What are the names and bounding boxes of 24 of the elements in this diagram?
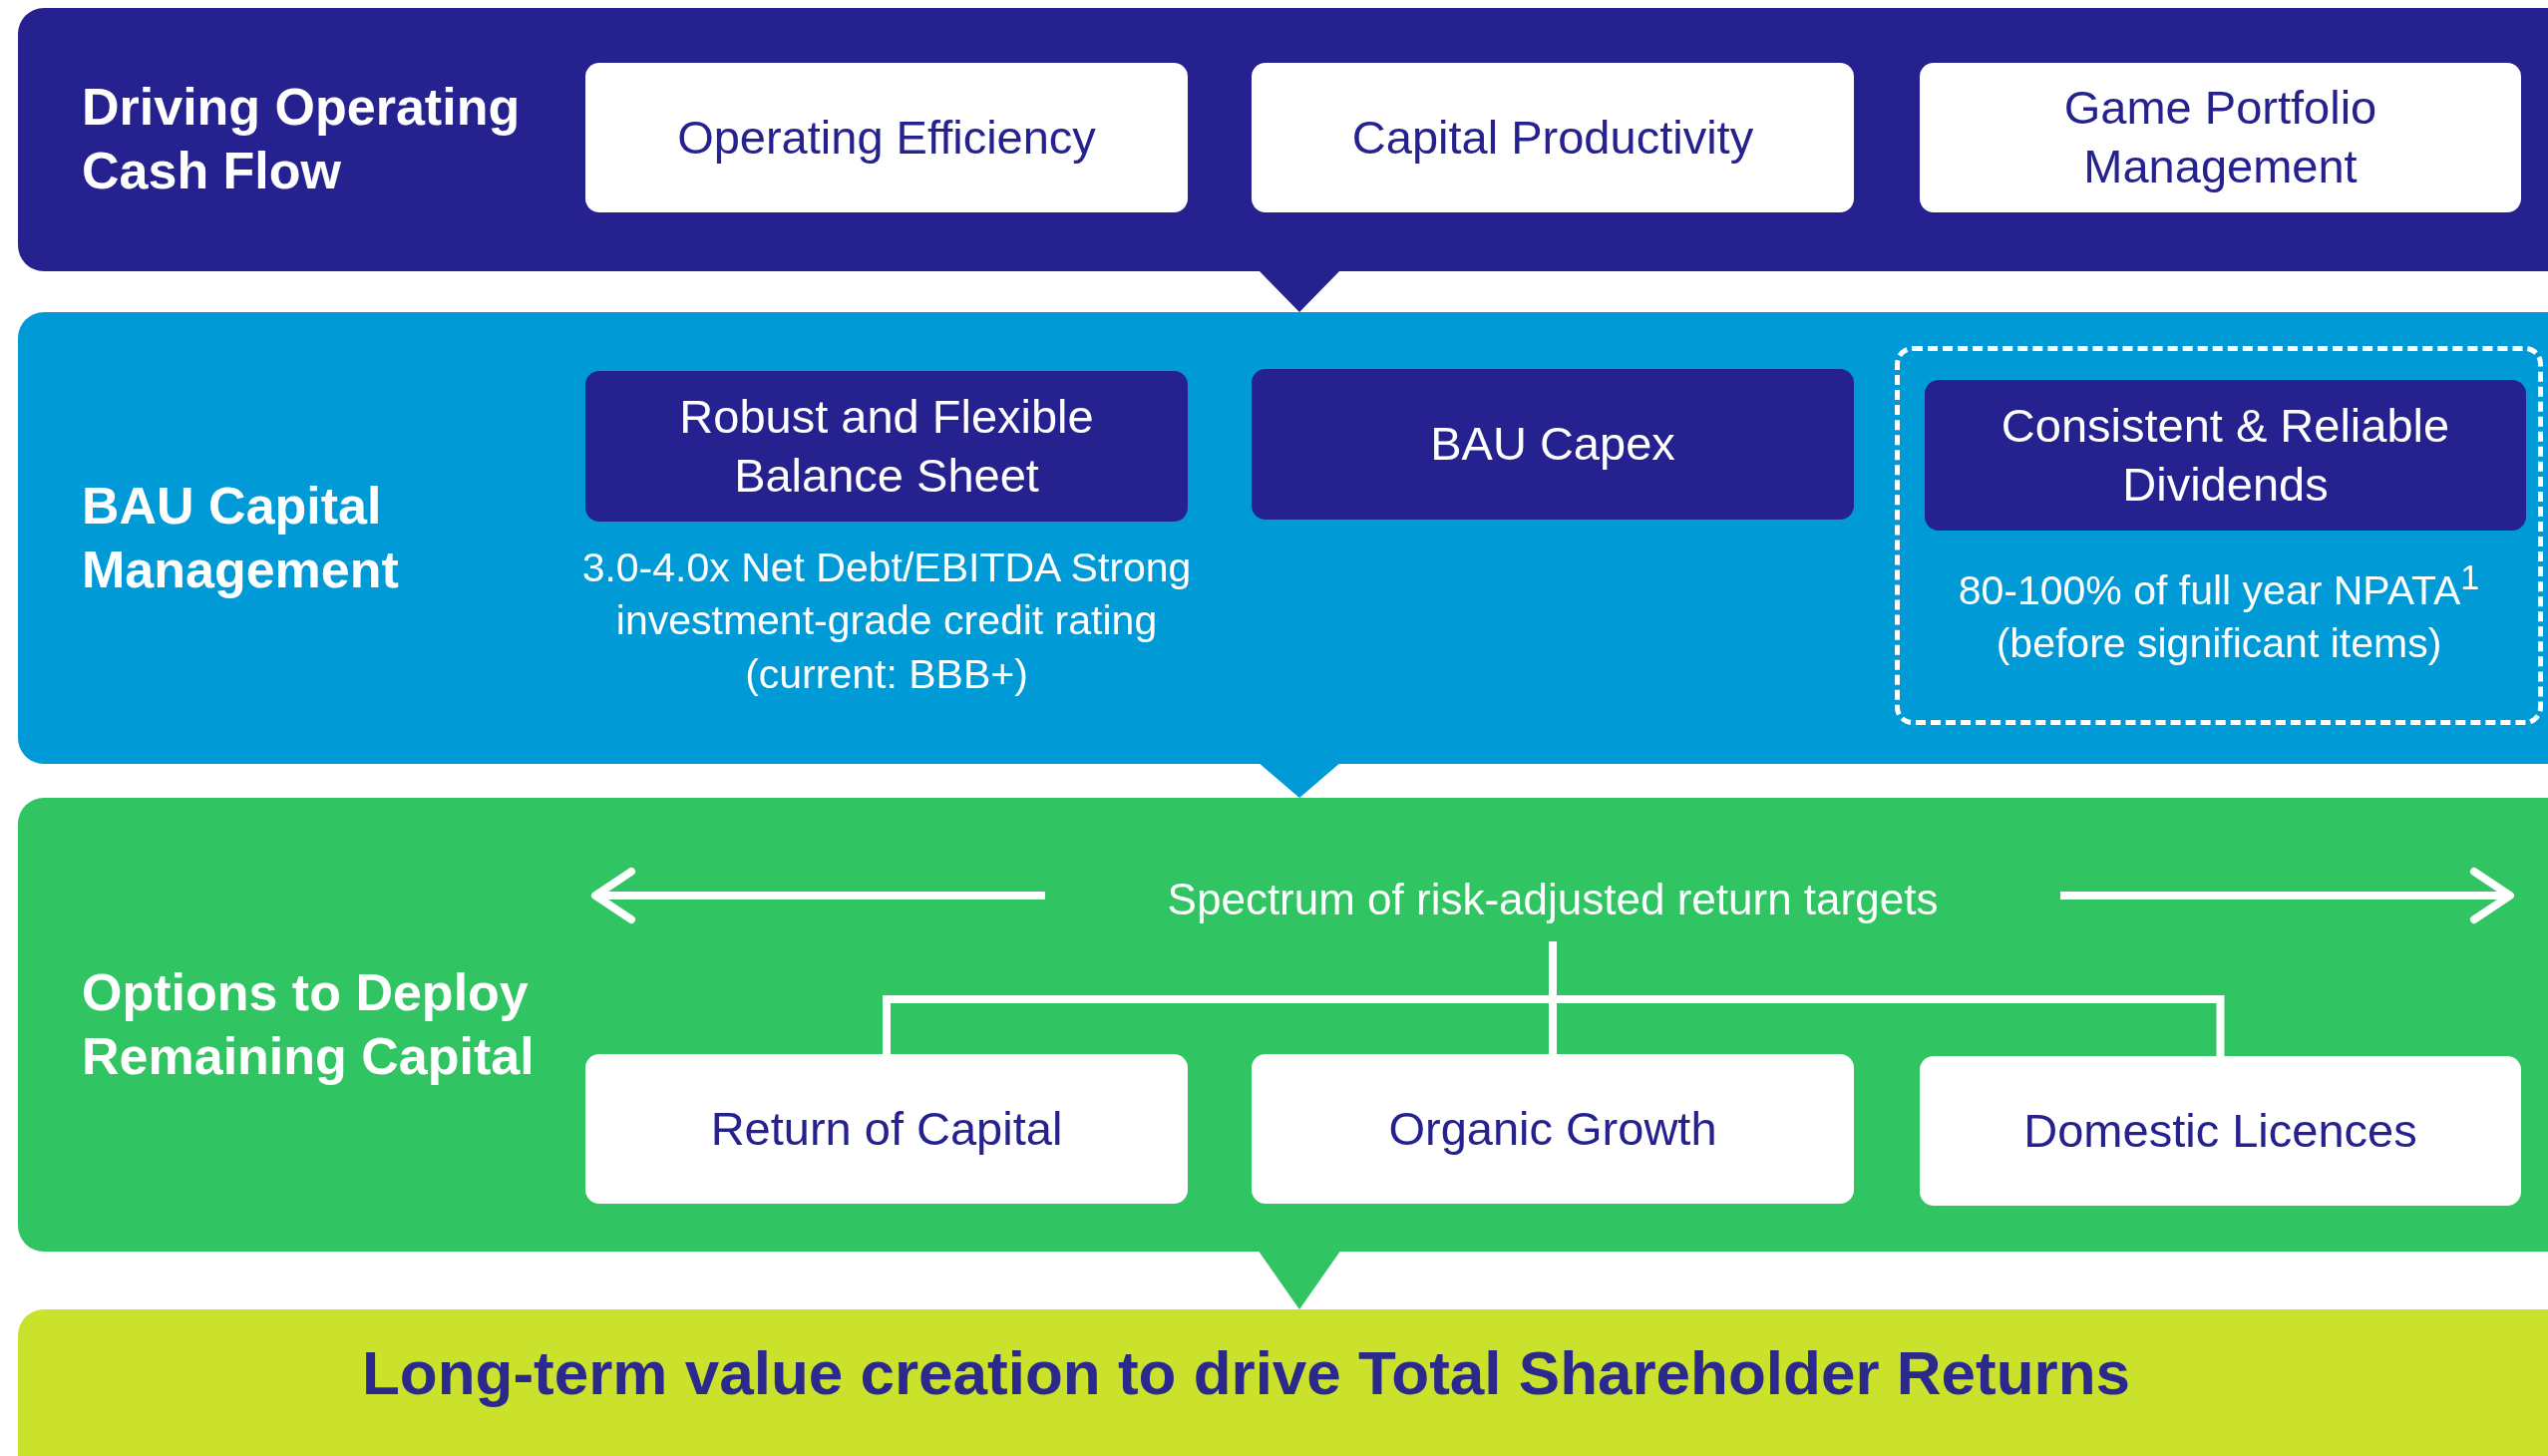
text-box: Organic Growth — [1252, 1054, 1854, 1204]
text-box: Consistent & Reliable Dividends — [1925, 380, 2526, 531]
dashed-frame — [1895, 346, 2543, 725]
chevron-arrow — [1258, 762, 1341, 798]
chevron-arrow — [1258, 269, 1341, 312]
result-banner — [18, 1309, 2548, 1456]
axis-label: Spectrum of risk-adjusted return targets — [1047, 868, 2058, 929]
banner-title: Long-term value creation to drive Total Shareholder Returns — [361, 1337, 2131, 1408]
band-title: Options to Deploy Remaining Capital — [82, 961, 536, 1087]
band-title: BAU Capital Management — [82, 475, 400, 600]
band-title: Driving Operating Cash Flow — [82, 77, 522, 201]
chevron-arrow — [1258, 1250, 1341, 1309]
text-box: Robust and Flexible Balance Sheet — [585, 371, 1188, 522]
note-text: 3.0-4.0x Net Debt/EBITDA Strong investment-grade credit rating (current: BBB+) — [580, 544, 1193, 699]
text-box: Operating Efficiency — [585, 63, 1188, 212]
band-panel — [18, 798, 2548, 1252]
text-box: Game Portfolio Management — [1920, 63, 2521, 212]
note-text: 80-100% of full year NPATA$^{1}$ (before significant items) — [1957, 557, 2481, 668]
text-box: Return of Capital — [585, 1054, 1188, 1204]
band-panel — [18, 312, 2548, 764]
text-box: Capital Productivity — [1252, 63, 1854, 212]
band-panel — [18, 8, 2548, 271]
text-box: BAU Capex — [1252, 369, 1854, 520]
text-box: Domestic Licences — [1920, 1056, 2521, 1206]
